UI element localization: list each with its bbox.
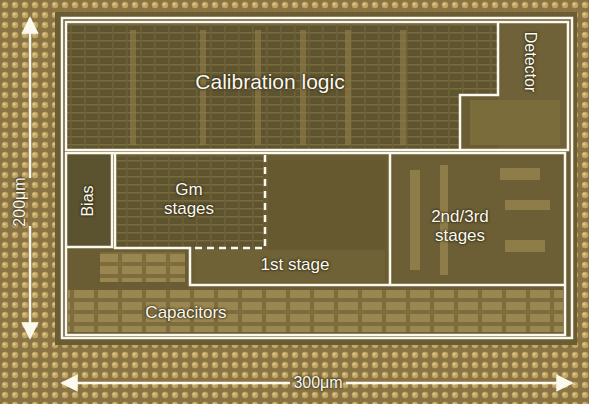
capacitor-bank: Capacitors	[66, 248, 565, 335]
amplifier-stage: Gm stages 1st stage	[115, 155, 390, 285]
region-label: 2nd/3rd stages	[415, 208, 505, 245]
region-label: 1st stage	[261, 256, 330, 275]
dimension-label: 300μm	[293, 374, 342, 392]
region-label: Detector	[521, 32, 539, 92]
region-label: Calibration logic	[195, 70, 344, 93]
region-label: Bias	[79, 185, 97, 216]
region-label: Gm stages	[151, 181, 227, 218]
detector-block: Detector	[460, 22, 568, 150]
output-stage-block: 2nd/3rd stages	[390, 155, 565, 285]
bias-block: Bias	[66, 155, 112, 247]
logic-block: Calibration logic	[66, 22, 498, 150]
region-label: Capacitors	[145, 304, 226, 323]
gm-stage-block: Gm stages	[117, 155, 265, 248]
dimension-label: 200μm	[11, 177, 29, 226]
